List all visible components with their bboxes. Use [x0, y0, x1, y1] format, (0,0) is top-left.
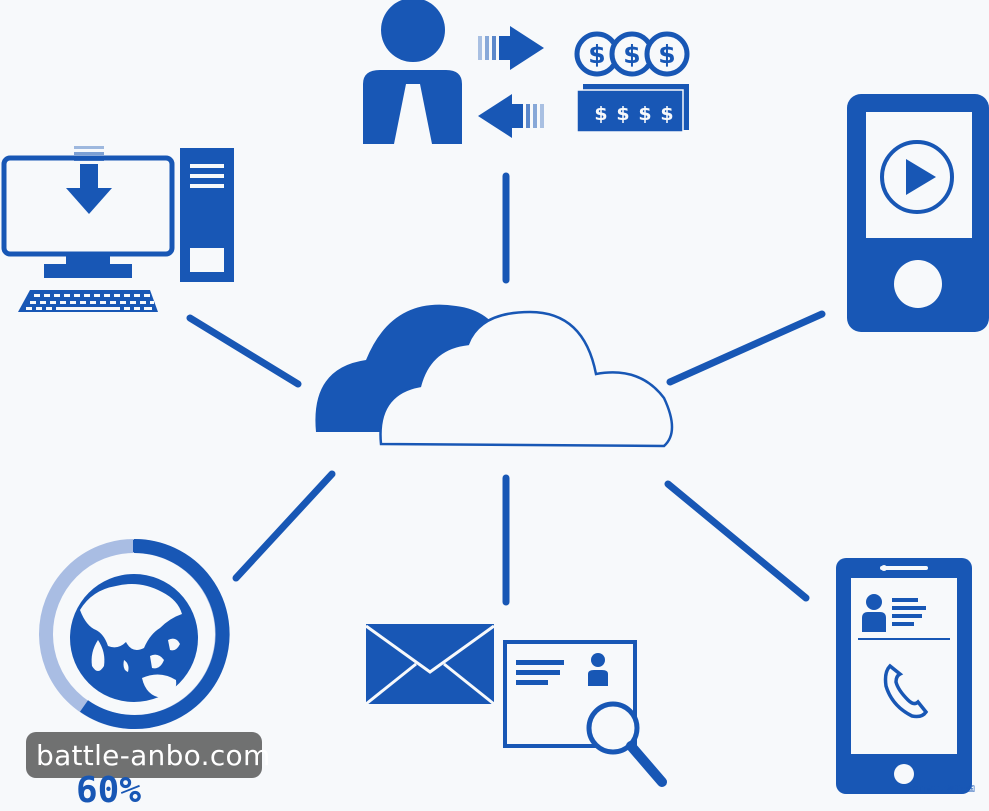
- progress-ring-fill: [79, 538, 230, 729]
- svg-text:$: $: [616, 103, 629, 125]
- download-arrow-icon: [66, 146, 112, 214]
- home-button: [894, 260, 942, 308]
- mobile-phone-play-icon: [847, 94, 989, 332]
- arrow-right-icon: [478, 26, 544, 70]
- connector-media-phone: [666, 310, 826, 386]
- smartphone-contact-call-icon: [836, 558, 972, 794]
- connector-desktop: [186, 314, 302, 388]
- continents: [80, 584, 182, 698]
- svg-text:$: $: [588, 40, 605, 69]
- envelope-id-card-search-icon: [365, 624, 667, 787]
- arrow-left-icon: [478, 94, 544, 138]
- watermark-text: battle-anbo.com: [36, 739, 271, 772]
- svg-text:$: $: [638, 103, 651, 125]
- keyboard-icon: [18, 290, 158, 312]
- image-credit: ©百家号／视觉中国: [912, 785, 975, 793]
- monitor-stand: [66, 254, 110, 266]
- play-button-icon: [880, 140, 954, 214]
- svg-text:$: $: [594, 103, 607, 125]
- home-button: [894, 764, 914, 784]
- person-money-exchange-icon: $ $ $ $ $ $ $: [363, 0, 690, 144]
- coins-icon: $ $ $: [574, 31, 690, 77]
- svg-text:$: $: [660, 103, 673, 125]
- computer-tower-icon: [180, 148, 234, 282]
- connector-globe: [232, 470, 336, 582]
- envelope-icon: [366, 624, 494, 704]
- magnifier-icon: [586, 701, 667, 787]
- person-head: [381, 0, 445, 62]
- cloud-icon: [315, 304, 674, 448]
- phone-call-icon: [883, 663, 929, 719]
- svg-text:$: $: [658, 40, 675, 69]
- watermark-background: [26, 732, 262, 778]
- globe-progress-icon: [39, 538, 230, 729]
- desktop-computer-download-icon: [1, 146, 234, 312]
- svg-text:$: $: [623, 40, 640, 69]
- globe-progress-label: 60%: [76, 770, 142, 811]
- person-body: [363, 70, 462, 144]
- contact-avatar-icon: [866, 594, 882, 610]
- banknotes-icon: $ $ $ $: [576, 84, 689, 133]
- connector-lines: [186, 172, 826, 606]
- connector-contact-phone: [664, 480, 810, 602]
